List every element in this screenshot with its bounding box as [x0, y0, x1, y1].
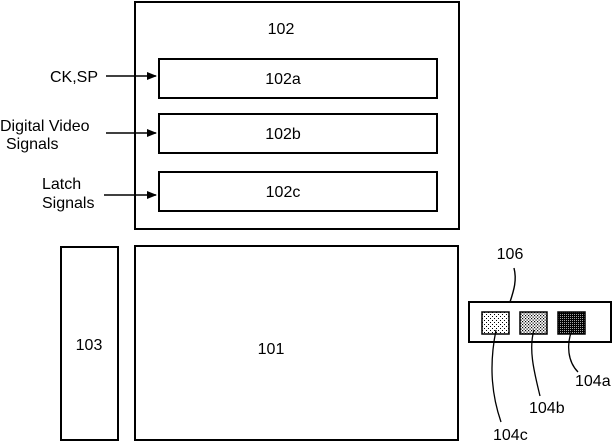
leader-104a: [569, 330, 578, 372]
leader-104c: [492, 330, 501, 422]
sub-block-102a-label: 102a: [265, 71, 301, 88]
latch-label-line2: Signals: [42, 195, 94, 212]
ck-sp-label: CK,SP: [50, 69, 98, 86]
digital-video-label-line1: Digital Video: [0, 118, 90, 135]
swatch-104c-label: 104c: [493, 427, 528, 443]
sub-block-102c-label: 102c: [266, 184, 301, 201]
main-block-label: 101: [258, 341, 285, 358]
group-label: 106: [497, 246, 524, 263]
sub-block-102b-label: 102b: [265, 126, 301, 143]
driver-block-label: 102: [268, 21, 295, 38]
leader-104b: [532, 330, 540, 396]
swatch-104a-label: 104a: [575, 373, 611, 390]
main-block-101: [135, 246, 458, 440]
group-leader: [510, 268, 515, 302]
side-block-label: 103: [76, 337, 103, 354]
latch-label-line1: Latch: [42, 176, 81, 193]
digital-video-label-line2: Signals: [6, 136, 58, 153]
swatch-104b-label: 104b: [529, 400, 565, 417]
